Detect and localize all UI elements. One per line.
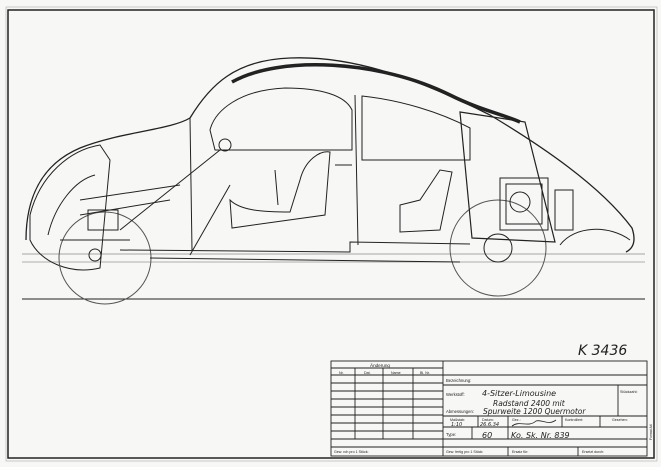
sheet-border bbox=[7, 9, 655, 459]
gesehen-label: Gesehen: bbox=[612, 418, 628, 422]
massstab-value: 1:10 bbox=[451, 422, 462, 428]
werkstoff-label: Werkstoff: bbox=[446, 392, 465, 397]
kontrolliert-label: Kontrolliert: bbox=[565, 418, 583, 422]
massstab-label: Maßstab: bbox=[450, 418, 465, 422]
signature bbox=[511, 419, 557, 427]
typ-label: Type: bbox=[446, 432, 456, 437]
changes-col-name: Name bbox=[391, 371, 401, 375]
title-block bbox=[330, 360, 648, 457]
title-block-text: Änderung Nr. Dat. Name Bl. Nr. Bezeichnu… bbox=[334, 362, 653, 454]
werkstoff-value: 4-Sitzer-Limousine bbox=[482, 389, 556, 398]
stueckzahl-label: Stückzahl: bbox=[620, 390, 638, 394]
bezeichnung-label: Bezeichnung: bbox=[446, 378, 471, 383]
changes-header: Änderung bbox=[370, 362, 390, 368]
radstand-value: Radstand 2400 mit bbox=[493, 399, 566, 408]
changes-col-dat: Dat. bbox=[364, 371, 371, 375]
changes-col-nr: Nr. bbox=[339, 371, 344, 375]
typ-value: 60 bbox=[482, 431, 492, 440]
car-side-elevation bbox=[25, 57, 635, 305]
changes-col-blnr: Bl. Nr. bbox=[420, 371, 430, 375]
sketch-number: Ko. Sk. Nr. 839 bbox=[511, 431, 570, 440]
ersetzt-label: Ersetzt durch: bbox=[582, 450, 604, 454]
ersatz-label: Ersatz für: bbox=[512, 450, 528, 454]
weight-raw-label: Gew. roh pro 1 Stück: bbox=[334, 450, 369, 454]
datum-value: 26.6.34 bbox=[480, 422, 499, 428]
datum-label: Datum: bbox=[482, 418, 494, 422]
spurweite-value: Spurweite 1200 Quermotor bbox=[483, 407, 586, 416]
format-note: Format A4 bbox=[649, 424, 653, 440]
gez-label: Gez.: bbox=[512, 418, 521, 422]
weight-finished-label: Gew. fertig pro 1 Stück: bbox=[446, 450, 483, 454]
drawing-number: K 3436 bbox=[578, 343, 627, 359]
abmessungen-label: Abmessungen: bbox=[446, 409, 474, 414]
